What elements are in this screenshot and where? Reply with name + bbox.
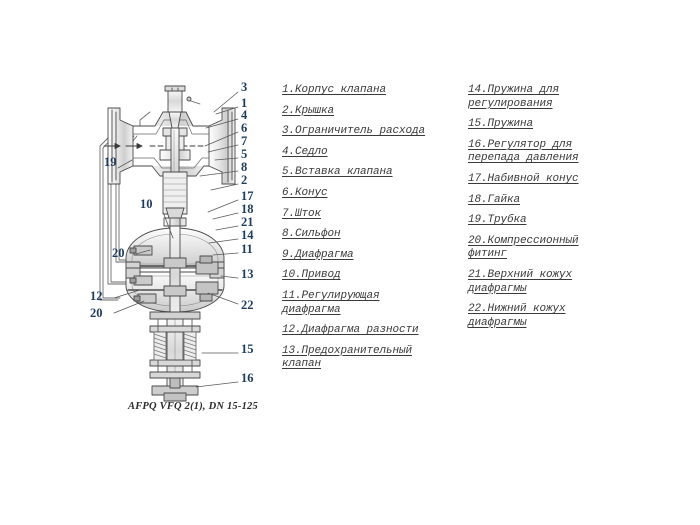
legend-item-14: 14.Пружина для регулирования: [468, 84, 668, 111]
callout-4: 4: [241, 108, 248, 122]
legend-text-14-line1: 14.Пружина для: [468, 84, 560, 96]
legend-text-3: 3.Ограничитель расхода: [282, 125, 426, 138]
legend-text-19: 19.Трубка: [468, 214, 527, 227]
valve-cutaway-drawing: 3 1 4 6 7 5 8 2 17 18 21 14 11 13 22 15 …: [0, 0, 272, 430]
legend-text-18: 18.Гайка: [468, 193, 521, 206]
legend-item-4: 4.Седло: [282, 146, 468, 160]
legend-item-7: 7.Шток: [282, 208, 468, 222]
leader-lines-right: [195, 91, 239, 388]
legend-text-4: 4.Седло: [282, 145, 328, 158]
spring-assembly: [149, 311, 201, 402]
legend-text-20-line1: 20.Компрессионный: [468, 234, 579, 247]
safety-valve-13: [195, 255, 219, 302]
legend-item-8: 8.Сильфон: [282, 228, 468, 242]
legend-text-5: 5.Вставка клапана: [282, 166, 393, 179]
legend-item-1: 1.Корпус клапана: [282, 84, 468, 98]
legend-text-13-line1: 13.Предохранительный: [282, 344, 413, 357]
legend-item-19: 19.Трубка: [468, 214, 668, 228]
legend-text-13-line2: клапан: [282, 358, 322, 371]
packing-and-nut: [163, 207, 187, 227]
callout-21: 21: [241, 215, 254, 229]
valve-insert: [159, 127, 191, 211]
legend-item-15: 15.Пружина: [468, 118, 668, 132]
callout-3: 3: [241, 80, 248, 94]
legend-item-11: 11.Регулирующая диафрагма: [282, 290, 468, 317]
leader-lines-left: [113, 159, 174, 314]
callout-1: 1: [241, 96, 248, 110]
callout-13: 13: [241, 267, 254, 281]
legend-text-2: 2.Крышка: [282, 104, 335, 117]
callout-12: 12: [90, 289, 103, 303]
legend-item-6: 6.Конус: [282, 187, 468, 201]
callout-8: 8: [241, 160, 248, 174]
legend-item-18: 18.Гайка: [468, 194, 668, 208]
legend-text-14-line2: регулирования: [468, 97, 553, 110]
legend-item-20: 20.Компрессионный фитинг: [468, 235, 668, 262]
legend-text-17: 17.Набивной конус: [468, 172, 579, 185]
legend-column-right: 14.Пружина для регулирования 15.Пружина …: [468, 84, 668, 337]
legend-text-7: 7.Шток: [282, 207, 322, 220]
legend-text-6: 6.Конус: [282, 186, 328, 199]
callout-20-b: 20: [90, 306, 103, 320]
legend-text-22-line1: 22.Нижний кожух: [468, 303, 566, 316]
callout-19: 19: [104, 155, 117, 169]
legend-item-17: 17.Набивной конус: [468, 173, 668, 187]
legend-item-2: 2.Крышка: [282, 105, 468, 119]
legend-text-16-line2: перепада давления: [468, 152, 579, 165]
callout-17: 17: [241, 189, 254, 203]
bellows-8: [162, 171, 188, 215]
legend-text-10: 10.Привод: [282, 269, 341, 282]
legend-item-5: 5.Вставка клапана: [282, 166, 468, 180]
legend-text-15: 15.Пружина: [468, 118, 534, 131]
legend-text-11-line1: 11.Регулирующая: [282, 289, 380, 302]
legend-item-3: 3.Ограничитель расхода: [282, 125, 468, 139]
callout-11: 11: [241, 242, 253, 256]
legend-item-21: 21.Верхний кожух диафрагмы: [468, 269, 668, 296]
callout-7: 7: [241, 134, 248, 148]
callout-22: 22: [241, 298, 254, 312]
legend-text-21-line2: диафрагмы: [468, 282, 527, 295]
callout-5: 5: [241, 147, 248, 161]
callout-2: 2: [241, 173, 248, 187]
callout-18: 18: [241, 202, 254, 216]
figure-caption: AFPQ VFQ 2(1), DN 15-125: [128, 401, 258, 412]
callout-20-a: 20: [112, 246, 125, 260]
legend-item-22: 22.Нижний кожух диафрагмы: [468, 303, 668, 330]
callout-16: 16: [241, 371, 254, 385]
legend-item-16: 16.Регулятор для перепада давления: [468, 139, 668, 166]
callout-14: 14: [241, 228, 254, 242]
legend-text-8: 8.Сильфон: [282, 228, 341, 241]
callout-15: 15: [241, 342, 254, 356]
legend-column-left: 1.Корпус клапана 2.Крышка 3.Ограничитель…: [282, 84, 468, 379]
legend-item-10: 10.Привод: [282, 269, 468, 283]
legend-text-16-line1: 16.Регулятор для: [468, 138, 573, 151]
callout-10: 10: [140, 197, 153, 211]
compression-fittings-20: [129, 245, 157, 304]
legend-item-13: 13.Предохранительный клапан: [282, 345, 468, 372]
legend-text-22-line2: диафрагмы: [468, 316, 527, 329]
legend-text-9: 9.Диафрагма: [282, 248, 354, 261]
callout-6: 6: [241, 121, 248, 135]
legend-text-12: 12.Диафрагма разности: [282, 324, 419, 337]
legend-text-21-line1: 21.Верхний кожух: [468, 268, 573, 281]
legend-item-9: 9.Диафрагма: [282, 249, 468, 263]
legend-text-1: 1.Корпус клапана: [282, 84, 387, 96]
legend-text-20-line2: фитинг: [468, 248, 508, 261]
legend-text-11-line2: диафрагма: [282, 303, 341, 316]
valve-bonnet: [162, 85, 201, 137]
legend-item-12: 12.Диафрагма разности: [282, 324, 468, 338]
